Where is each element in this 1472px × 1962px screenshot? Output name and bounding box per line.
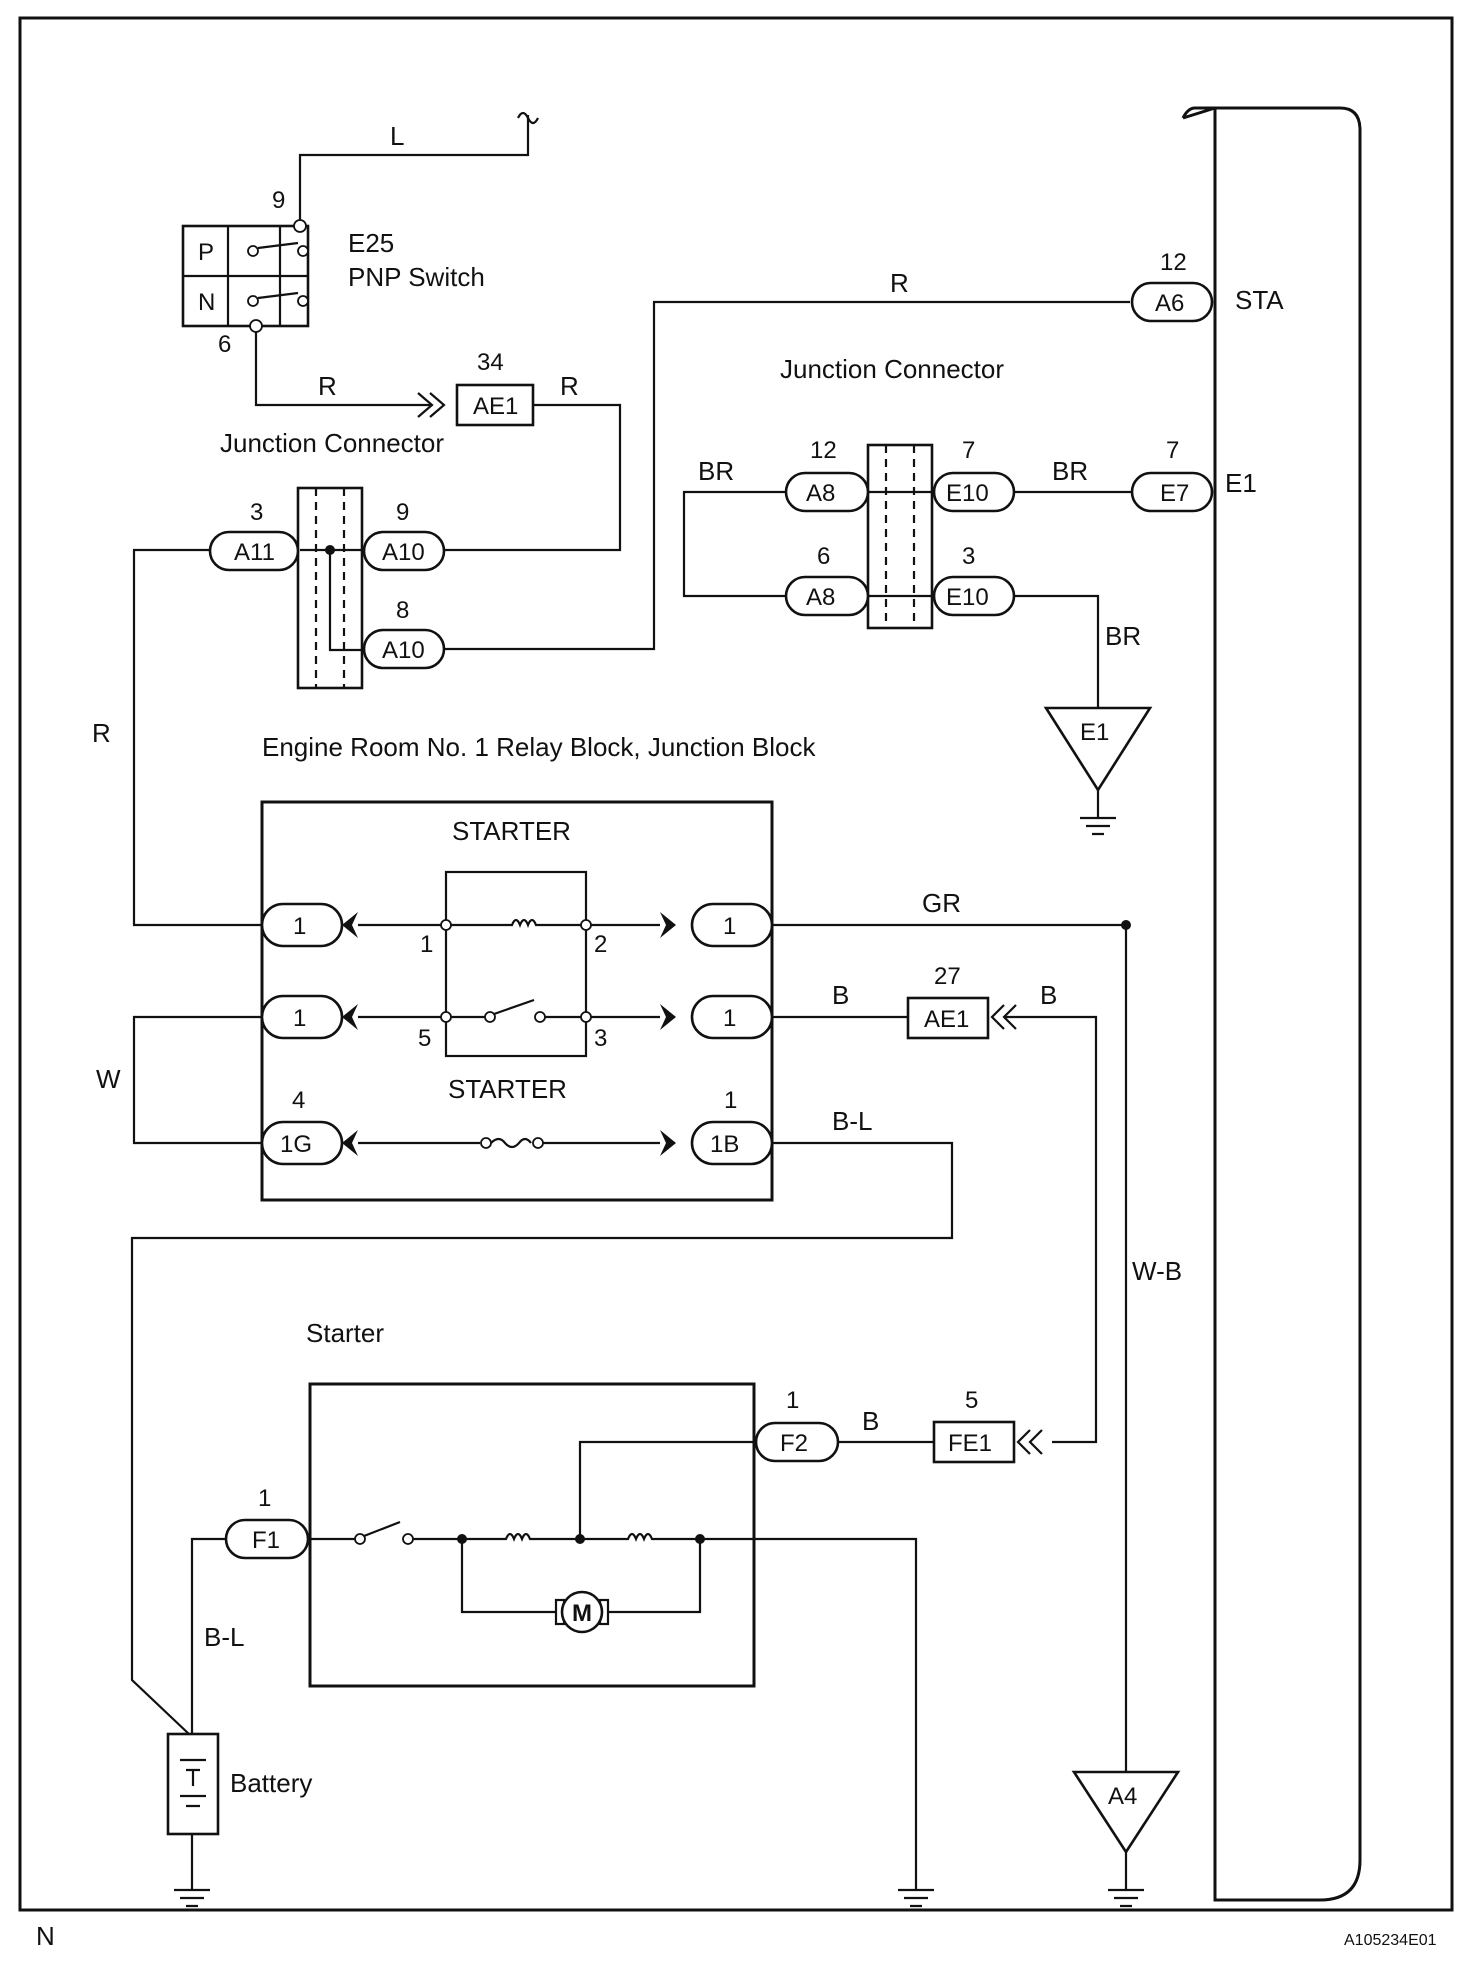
svg-text:4: 4 (292, 1087, 305, 1114)
svg-text:AE1: AE1 (924, 1006, 969, 1033)
ecm-e1-label: E1 (1225, 468, 1257, 498)
ground-a4 (1071, 1770, 1181, 1855)
svg-text:1: 1 (724, 1087, 737, 1114)
svg-text:M: M (572, 1600, 592, 1627)
pnp-pos-p: P (198, 239, 214, 266)
svg-text:1: 1 (258, 1485, 271, 1512)
relay-pin-1: 1 (420, 931, 433, 958)
connector-e7 (1130, 471, 1214, 513)
svg-text:7: 7 (1166, 437, 1179, 464)
wire-br3: BR (1105, 621, 1141, 651)
svg-text:12: 12 (1160, 249, 1187, 276)
svg-text:AE1: AE1 (473, 393, 518, 420)
wire-wb: W-B (1132, 1256, 1182, 1286)
wire-r1: R (318, 371, 337, 401)
svg-text:F1: F1 (252, 1527, 280, 1554)
wire-l: L (390, 121, 404, 151)
svg-text:5: 5 (965, 1387, 978, 1414)
relay-pin-5: 5 (418, 1025, 431, 1052)
svg-text:A6: A6 (1155, 290, 1184, 317)
wire-r3: R (890, 268, 909, 298)
ecm-box (1181, 106, 1362, 1902)
svg-text:9: 9 (396, 499, 409, 526)
relay-block (260, 800, 774, 1202)
motor-symbol (560, 1590, 604, 1634)
wire-r4: R (92, 718, 111, 748)
relay-pin-3: 3 (594, 1025, 607, 1052)
svg-text:E10: E10 (946, 480, 989, 507)
svg-text:A8: A8 (806, 480, 835, 507)
pnp-name: PNP Switch (348, 262, 485, 292)
pnp-pos-n: N (198, 289, 215, 316)
starter-fuse-label: STARTER (448, 1074, 567, 1104)
svg-text:1: 1 (293, 913, 306, 940)
svg-text:A10: A10 (382, 539, 425, 566)
starter-unit (308, 1382, 756, 1688)
svg-text:E1: E1 (1080, 719, 1109, 746)
svg-text:F2: F2 (780, 1430, 808, 1457)
svg-text:27: 27 (934, 963, 961, 990)
starter-relay (444, 870, 588, 1058)
svg-text:1B: 1B (710, 1131, 739, 1158)
pnp-pin-top: 9 (272, 187, 285, 214)
svg-text:A11: A11 (234, 539, 275, 566)
starter-unit-label: Starter (306, 1318, 384, 1348)
svg-text:12: 12 (810, 437, 837, 464)
battery-label: Battery (230, 1768, 312, 1798)
wire-r2: R (560, 371, 579, 401)
svg-text:1: 1 (293, 1005, 306, 1032)
footer-right: A105234E01 (1344, 1932, 1437, 1949)
junction-connector-2-label: Junction Connector (780, 354, 1004, 384)
svg-text:A8: A8 (806, 584, 835, 611)
pnp-pin-bottom: 6 (218, 331, 231, 358)
svg-text:7: 7 (962, 437, 975, 464)
wire-br1: BR (698, 456, 734, 486)
connector-ae1-top (455, 383, 535, 427)
wire-b3: B (862, 1406, 879, 1436)
relay-block-label: Engine Room No. 1 Relay Block, Junction … (262, 732, 816, 762)
footer-left: N (36, 1921, 55, 1951)
wire-bl1: B-L (832, 1106, 872, 1136)
svg-text:8: 8 (396, 597, 409, 624)
svg-text:34: 34 (477, 349, 504, 376)
svg-text:E10: E10 (946, 584, 989, 611)
wire-bl2: B-L (204, 1622, 244, 1652)
wire-gr: GR (922, 888, 961, 918)
svg-text:1: 1 (786, 1387, 799, 1414)
wire-b2: B (1040, 980, 1057, 1010)
wire-br2: BR (1052, 456, 1088, 486)
wire-b1: B (832, 980, 849, 1010)
connector-fe1 (932, 1420, 1016, 1464)
svg-text:1: 1 (723, 1005, 736, 1032)
svg-text:3: 3 (250, 499, 263, 526)
svg-text:1: 1 (723, 913, 736, 940)
relay-pin-2: 2 (594, 931, 607, 958)
svg-text:FE1: FE1 (948, 1430, 992, 1457)
svg-text:6: 6 (817, 543, 830, 570)
junction-connector-1-label: Junction Connector (220, 428, 444, 458)
svg-text:1G: 1G (280, 1131, 312, 1158)
ground-e1 (1043, 706, 1153, 793)
pnp-switch: P N (181, 219, 310, 333)
starter-relay-label: STARTER (452, 816, 571, 846)
svg-text:E7: E7 (1160, 480, 1189, 507)
pnp-code: E25 (348, 228, 394, 258)
svg-text:A4: A4 (1108, 1783, 1137, 1810)
connector-a10-9 (362, 530, 446, 572)
svg-text:A10: A10 (382, 637, 425, 664)
svg-text:3: 3 (962, 543, 975, 570)
junction-connector-right (866, 443, 934, 630)
ecm-sta-label: STA (1235, 285, 1284, 315)
page-frame (18, 16, 1454, 1912)
connector-ae1-mid (906, 996, 990, 1040)
wire-w: W (96, 1064, 121, 1094)
connector-a6 (1130, 281, 1214, 323)
